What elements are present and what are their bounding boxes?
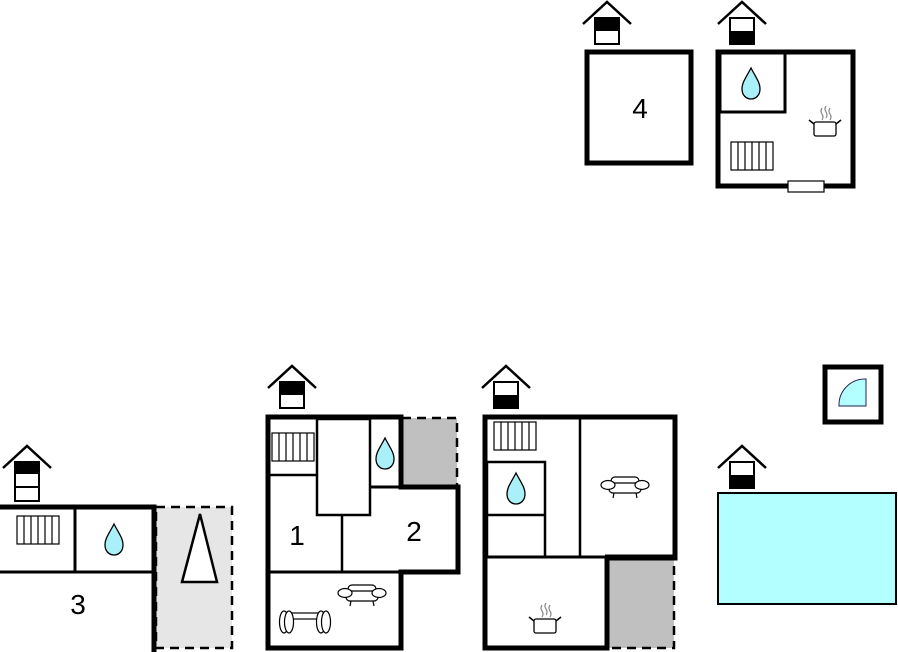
pool <box>717 492 897 605</box>
building-top-left: 4 <box>581 0 694 166</box>
house-floor-ground-icon <box>716 444 768 490</box>
room-label-1: 1 <box>289 520 305 551</box>
radiator-icon <box>16 515 60 545</box>
building-bottom-left: 3 <box>0 444 234 652</box>
building-bottom-middle: 1 2 <box>265 364 461 651</box>
balcony <box>400 416 459 488</box>
building-top-right <box>715 0 856 193</box>
door-icon <box>787 180 825 193</box>
hallway <box>315 417 372 517</box>
building-bottom-right <box>480 364 678 651</box>
fitness-icon <box>278 610 332 634</box>
terrace <box>605 556 676 650</box>
house-floor-upper-icon <box>266 364 318 410</box>
tree-icon <box>180 513 219 584</box>
house-floor-ground-icon <box>716 0 768 46</box>
radiator-icon <box>493 421 537 451</box>
house-floor-upper-icon <box>1 444 53 503</box>
shower-cabin <box>822 364 884 425</box>
radiator-icon <box>271 432 315 462</box>
pool-area <box>716 444 897 605</box>
room-label-2: 2 <box>406 516 422 547</box>
radiator-icon <box>730 141 774 171</box>
room-label-3: 3 <box>70 589 86 620</box>
shower-icon <box>838 378 867 407</box>
room-label-4: 4 <box>632 93 648 124</box>
house-floor-ground-icon <box>480 364 532 410</box>
room-4 <box>584 49 694 166</box>
house-floor-upper-icon <box>581 0 633 46</box>
